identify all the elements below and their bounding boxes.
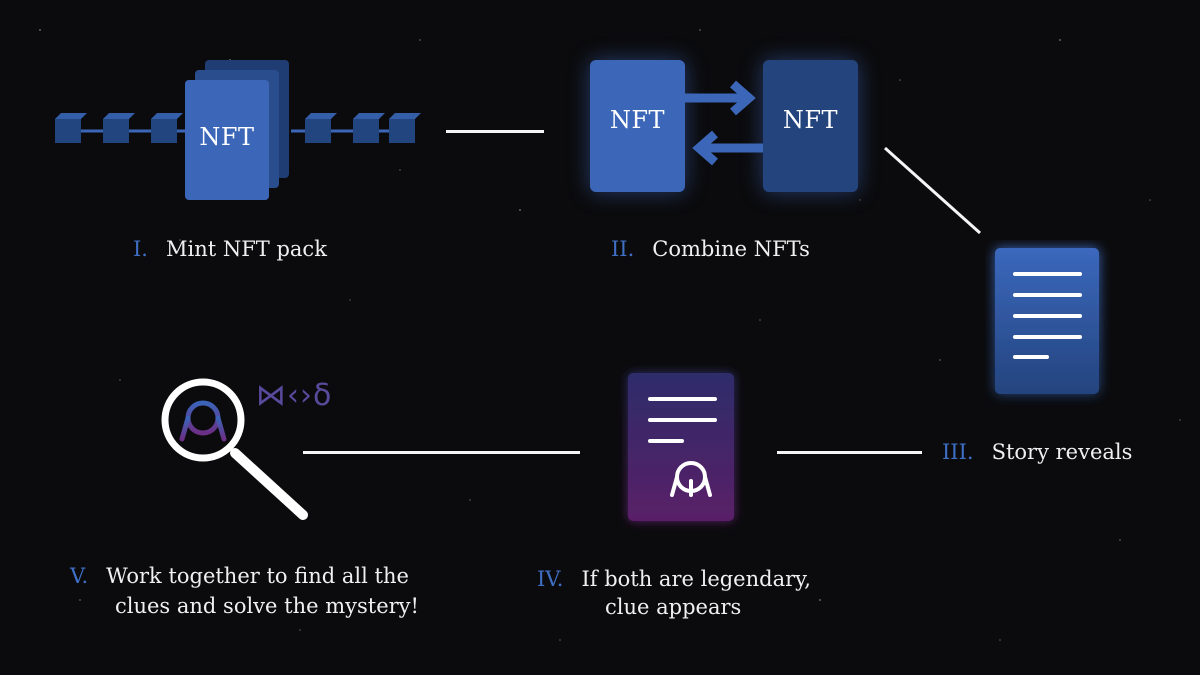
nft-card-left: [590, 60, 685, 192]
step-5-label: V. Work together to find all the: [70, 561, 409, 591]
step-5-text-line2: clues and solve the mystery!: [115, 594, 419, 618]
magnifying-glass-icon: [161, 378, 308, 520]
nft-pack-label: NFT: [199, 123, 255, 151]
clue-document-icon: [628, 373, 734, 521]
blockchain-icon: [55, 60, 421, 200]
step-1-numeral: I.: [133, 237, 148, 261]
story-document-icon: [995, 248, 1099, 394]
step-4-text-line2: clue appears: [605, 595, 742, 619]
step-3-label: III. Story reveals: [942, 437, 1132, 467]
step-3-numeral: III.: [942, 440, 974, 464]
connector-line-2-3: [883, 146, 982, 235]
step-2-label: II. Combine NFTs: [611, 234, 810, 264]
step-4-text-line1: If both are legendary,: [581, 567, 811, 591]
step-5-numeral: V.: [70, 564, 89, 588]
connector-line-4-5: [303, 451, 580, 454]
exchange-arrows-icon: [685, 80, 763, 166]
connector-line-3-4: [777, 451, 922, 454]
nft-right-label: NFT: [782, 106, 839, 134]
nft-left-label: NFT: [609, 106, 666, 134]
step-4-numeral: IV.: [537, 567, 564, 591]
step-1-label: I. Mint NFT pack: [133, 234, 327, 264]
step-4-label: IV. If both are legendary,: [537, 564, 811, 594]
step-2-numeral: II.: [611, 237, 635, 261]
connector-line-1-2: [446, 130, 544, 133]
cipher-glyphs: ⋈‹›ẟ: [256, 378, 333, 413]
nft-card-right: [763, 60, 858, 192]
step-5-text-line1: Work together to find all the: [106, 564, 409, 588]
step-1-text: Mint NFT pack: [165, 237, 327, 261]
step-3-text: Story reveals: [991, 440, 1133, 464]
step-2-text: Combine NFTs: [652, 237, 810, 261]
